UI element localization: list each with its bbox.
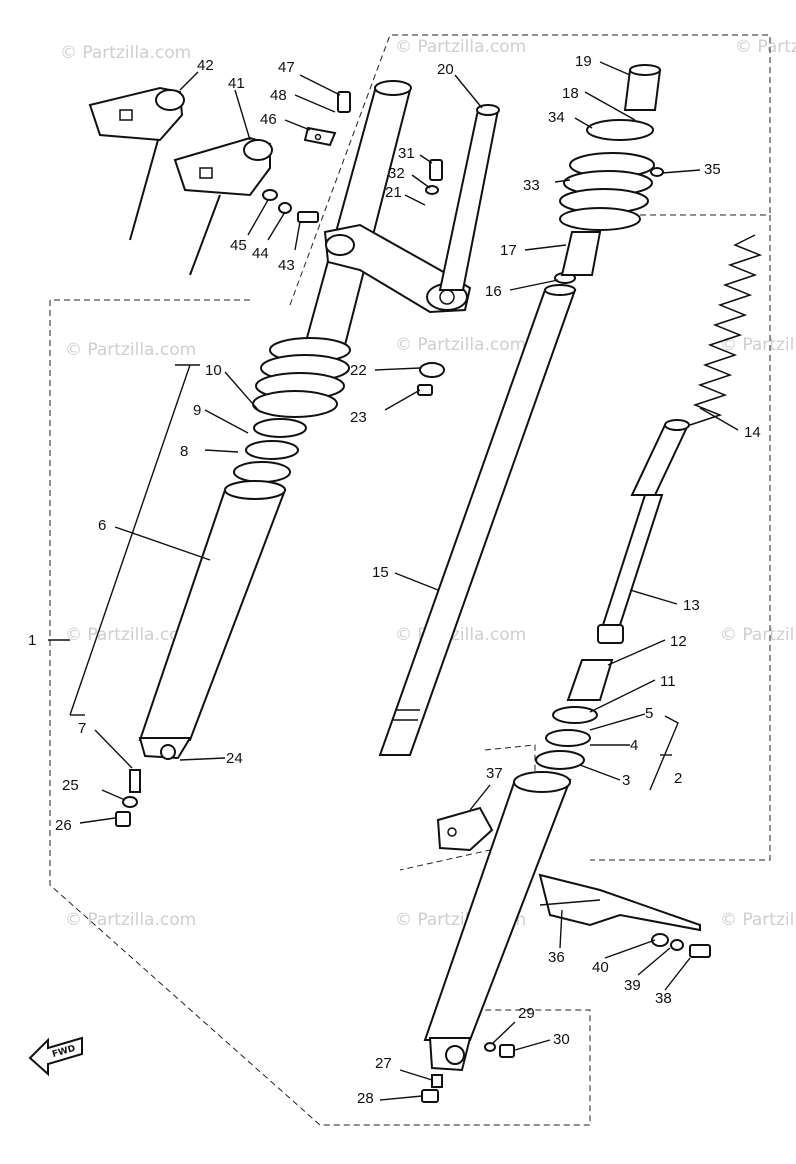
callout-24: 24: [226, 750, 243, 767]
callout-41: 41: [228, 75, 245, 92]
callout-27: 27: [375, 1055, 392, 1072]
right-inner-tube-20: [438, 104, 500, 291]
left-seals-8-9: [233, 418, 307, 483]
fork-spring-14: [689, 234, 763, 426]
callout-44: 44: [252, 245, 269, 262]
callout-6: 6: [98, 517, 106, 534]
left-outer-tube-6: [138, 480, 287, 760]
caliper-bracket-37: [436, 806, 494, 852]
left-assembly-outline: [49, 299, 591, 1126]
watermark: © Partzilla.com: [65, 340, 196, 360]
callout-40: 40: [592, 959, 609, 976]
callout-22: 22: [350, 362, 367, 379]
callout-46: 46: [260, 111, 277, 128]
left-fork-boot-10: [252, 337, 351, 418]
cable-holder-46: [303, 91, 351, 147]
handle-crown-bracket-42: [88, 86, 185, 241]
left-bottom-bolt-7-26: [115, 769, 141, 827]
bottom-bolts-27-30: [421, 1042, 515, 1103]
left-inner-tube: [303, 80, 412, 346]
callout-26: 26: [55, 817, 72, 834]
callout-1: 1: [28, 632, 36, 649]
callout-29: 29: [518, 1005, 535, 1022]
callout-21: 21: [385, 184, 402, 201]
watermark: © Partzilla.com: [65, 910, 196, 930]
watermark: © Partzilla.com: [60, 43, 191, 63]
callout-31: 31: [398, 145, 415, 162]
callout-16: 16: [485, 283, 502, 300]
callout-35: 35: [704, 161, 721, 178]
callout-15: 15: [372, 564, 389, 581]
leader-lines: [48, 61, 739, 1101]
callout-14: 14: [744, 424, 761, 441]
callout-20: 20: [437, 61, 454, 78]
callout-12: 12: [670, 633, 687, 650]
upper-parts-16-17: [554, 231, 602, 284]
watermark: © Partzilla.com: [720, 335, 796, 355]
fwd-arrow: FWD: [28, 1036, 83, 1077]
callout-37: 37: [486, 765, 503, 782]
callout-7: 7: [78, 720, 86, 737]
callout-25: 25: [62, 777, 79, 794]
callout-10: 10: [205, 362, 222, 379]
watermark: © Partzilla.com: [720, 625, 796, 645]
clamp-bolts-22-23-31-32: [417, 159, 445, 396]
callout-47: 47: [278, 59, 295, 76]
damper-rod-13: [597, 419, 690, 644]
callout-2: 2: [674, 770, 682, 787]
callout-4: 4: [630, 737, 638, 754]
callout-13: 13: [683, 597, 700, 614]
callout-11: 11: [660, 673, 676, 690]
callout-23: 23: [350, 409, 367, 426]
callout-19: 19: [575, 53, 592, 70]
callout-33: 33: [523, 177, 540, 194]
callout-38: 38: [655, 990, 672, 1007]
callout-30: 30: [553, 1031, 570, 1048]
callout-34: 34: [548, 109, 565, 126]
callout-36: 36: [548, 949, 565, 966]
callout-42: 42: [197, 57, 214, 74]
boot-33-and-cap-19: [559, 64, 664, 231]
watermark: © Partzilla.com: [395, 625, 526, 645]
callout-18: 18: [562, 85, 579, 102]
callout-28: 28: [357, 1090, 374, 1107]
watermark: © Partzilla.com: [720, 910, 796, 930]
assembly-outlines: [49, 34, 771, 1126]
small-fasteners-43-45: [262, 189, 319, 223]
watermark: © Partzilla.com: [735, 37, 796, 57]
callout-8: 8: [180, 443, 188, 460]
callout-labels: 1 2 3 4 5 6 7 8 9 10 11 12 13 14 15 16 1…: [28, 53, 761, 1107]
callout-45: 45: [230, 237, 247, 254]
callout-3: 3: [622, 772, 630, 789]
callout-48: 48: [270, 87, 287, 104]
caliper-assembly-outline: [399, 744, 536, 871]
rings-11-3: [535, 659, 614, 770]
right-assembly-outline: [590, 214, 771, 861]
upper-bracket-21: [323, 223, 472, 314]
watermark: © Partzilla.com: [395, 335, 526, 355]
callout-39: 39: [624, 977, 641, 994]
callout-32: 32: [388, 165, 405, 182]
callout-17: 17: [500, 242, 517, 259]
callout-9: 9: [193, 402, 201, 419]
callout-43: 43: [278, 257, 295, 274]
watermark: © Partzilla.com: [395, 37, 526, 57]
callout-5: 5: [645, 705, 653, 722]
stay-fasteners-38-40: [651, 933, 711, 958]
fender-stay-36: [538, 873, 701, 932]
right-outer-tube: [423, 771, 572, 1072]
upper-assembly-outline: [289, 34, 771, 306]
watermark: © Partzilla.com: [65, 625, 196, 645]
damper-rod-15: [378, 284, 577, 756]
